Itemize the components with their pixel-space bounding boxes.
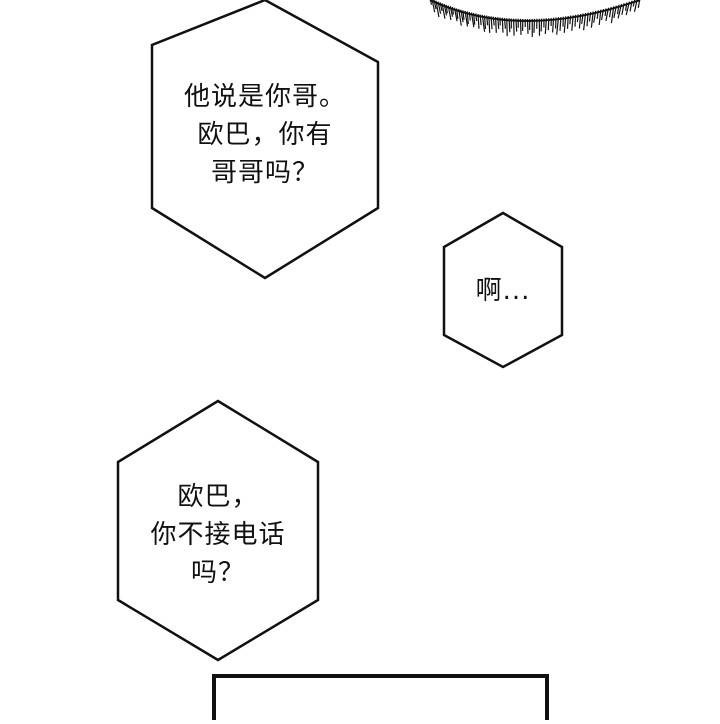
- eyelash-drawing: [430, 0, 640, 37]
- next-panel-frame: [214, 676, 547, 720]
- bubble-3-text: 欧巴， 你不接电话 吗？: [118, 478, 318, 592]
- bubble-2-line-1: 啊...: [444, 272, 562, 310]
- bubble-3-line-1: 欧巴，: [118, 478, 318, 516]
- bubble-1-text: 他说是你哥。 欧巴，你有 哥哥吗？: [152, 78, 378, 192]
- bubble-1-line-2: 欧巴，你有: [152, 116, 378, 154]
- bubble-1-line-3: 哥哥吗？: [152, 154, 378, 192]
- bubble-2-text: 啊...: [444, 272, 562, 310]
- bubble-1-line-1: 他说是你哥。: [152, 78, 378, 116]
- bubble-3-line-3: 吗？: [118, 554, 318, 592]
- bubble-3-line-2: 你不接电话: [118, 516, 318, 554]
